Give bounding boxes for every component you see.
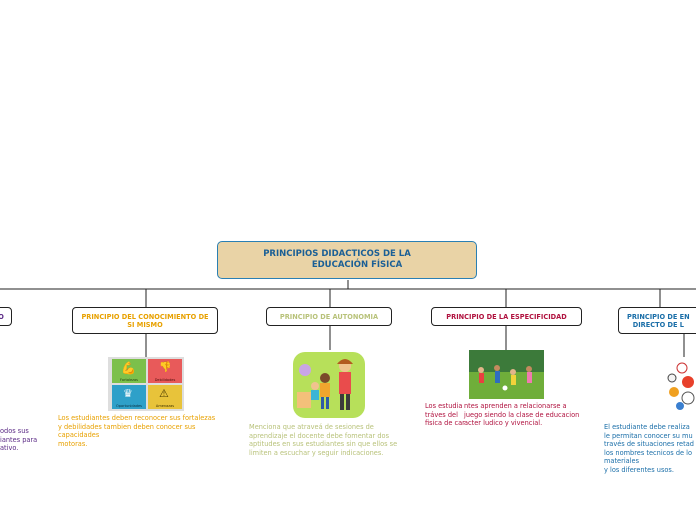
classroom-illustration	[291, 350, 367, 420]
branch-especificidad-note-b: ntes aprenden a relacionarse a juego sie…	[464, 402, 594, 428]
swot-oportunidades: ♛ Oportunidades	[112, 385, 146, 409]
playground-photo-icon	[469, 350, 544, 399]
root-topic[interactable]: PRINCIPIOS DIDACTICOS DE LA EDUCACIÓN FÍ…	[217, 241, 477, 279]
children-playing-photo	[469, 350, 544, 399]
branch-topic-autonomia[interactable]: PRINCIPIO DE AUTONOMIA	[266, 307, 392, 326]
branch-topic-ensenanza-label: PRINCIPIO DE EN DIRECTO DE L	[627, 313, 690, 329]
branch-topic-left-label: O	[0, 313, 4, 321]
branch-topic-conocimiento[interactable]: PRINCIPIO DEL CONOCIMIENTO DE SI MISMO	[72, 307, 218, 334]
branch-topic-autonomia-label: PRINCIPIO DE AUTONOMIA	[280, 313, 378, 321]
branch-autonomia-note: Menciona que atraveá de sesiones de apre…	[249, 423, 419, 457]
swot-amenazas: ⚠ Amenazas	[148, 385, 182, 409]
swot-fortalezas: 💪 Fortalezas	[112, 359, 146, 383]
swot-debilidades: 👎 Debilidades	[148, 359, 182, 383]
thumbs-down-icon: 👎	[159, 362, 171, 373]
branch-topic-conocimiento-label: PRINCIPIO DEL CONOCIMIENTO DE SI MISMO	[79, 313, 211, 329]
swot-image: 💪 Fortalezas 👎 Debilidades ♛ Oportunidad…	[108, 357, 184, 411]
warning-icon: ⚠	[159, 387, 169, 400]
arm-icon: 💪	[121, 361, 136, 375]
branch-conocimiento-note: Los estudiantes deben reconocer sus fort…	[58, 414, 228, 448]
root-title-line1: PRINCIPIOS DIDACTICOS DE LA	[263, 249, 411, 260]
teacher-kids-icon	[291, 350, 367, 420]
crown-icon: ♛	[123, 387, 133, 400]
branch-topic-especificidad-label: PRINCIPIO DE LA ESPECIFICIDAD	[446, 313, 566, 321]
swot-q2-label: Debilidades	[148, 378, 182, 382]
balls-icon	[662, 360, 696, 412]
branch-ensenanza-note: El estudiante debe realiza le permitan c…	[604, 423, 696, 474]
swot-q3-label: Oportunidades	[112, 404, 146, 408]
branch-left-note: odos sus iantes para ativo.	[0, 427, 60, 453]
swot-q4-label: Amenazas	[148, 404, 182, 408]
branch-topic-especificidad[interactable]: PRINCIPIO DE LA ESPECIFICIDAD	[431, 307, 582, 326]
branch-topic-left[interactable]: O	[0, 307, 12, 326]
swot-q1-label: Fortalezas	[112, 378, 146, 382]
root-title-line2: EDUCACIÓN FÍSICA	[263, 260, 411, 271]
branch-topic-ensenanza[interactable]: PRINCIPIO DE EN DIRECTO DE L	[618, 307, 696, 334]
sports-equipment-image	[662, 360, 696, 412]
